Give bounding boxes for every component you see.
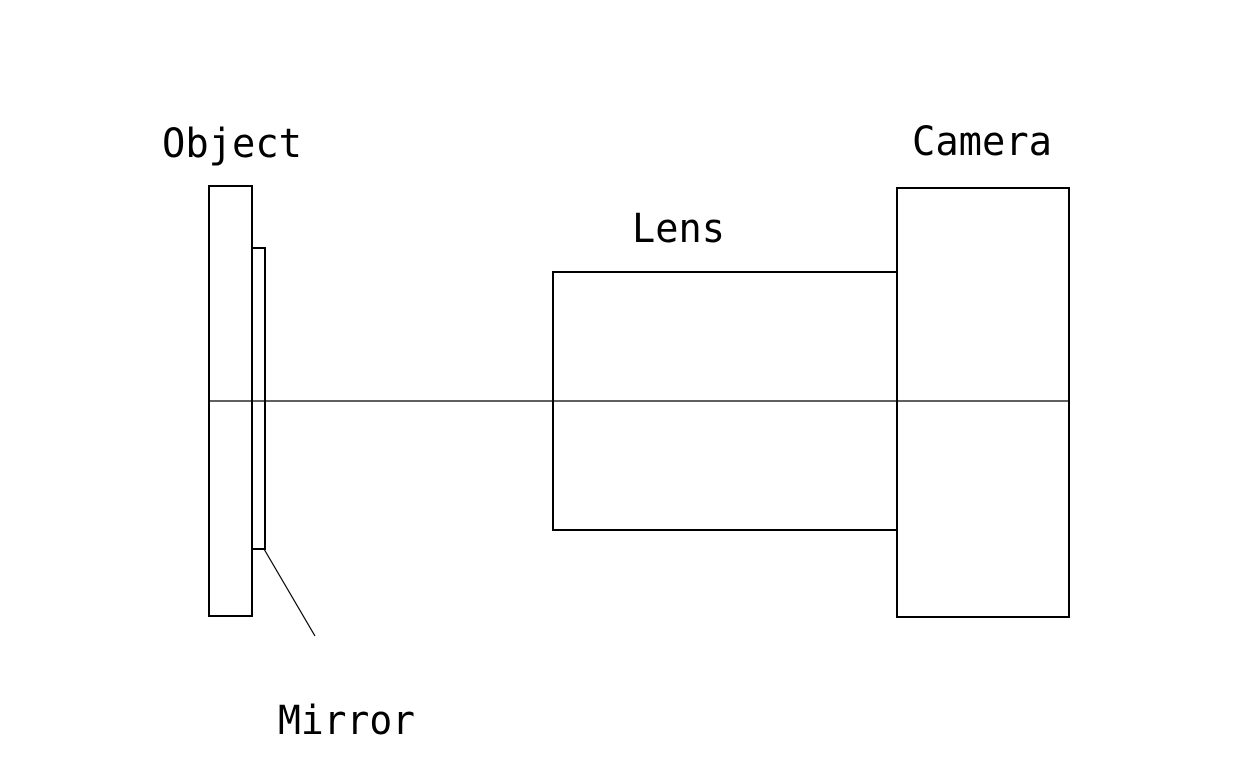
object-label: Object (162, 121, 302, 167)
mirror-plate (251, 247, 266, 550)
lens-label: Lens (632, 206, 725, 252)
mirror-leader-line (263, 548, 316, 637)
camera-label: Camera (912, 119, 1052, 165)
camera-body (896, 187, 1070, 618)
mirror-label: Mirror (278, 698, 415, 744)
